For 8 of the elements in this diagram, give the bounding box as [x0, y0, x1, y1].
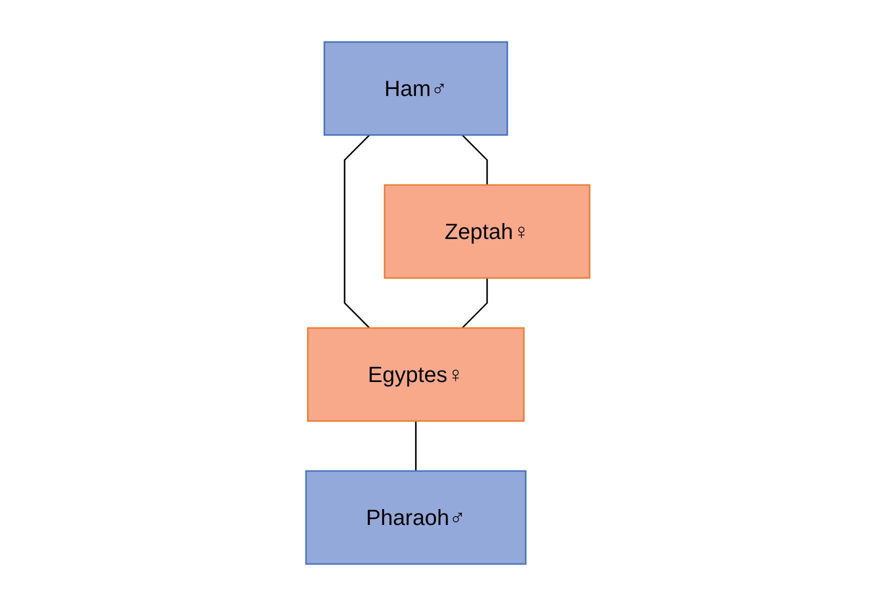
connector	[414, 420, 416, 470]
node-box: Pharaoh♂	[304, 470, 526, 564]
connector	[461, 134, 488, 184]
node-box: Ham♂	[323, 40, 508, 136]
node-box: Zeptah♀	[384, 184, 590, 278]
connector	[461, 278, 488, 328]
connector	[344, 134, 370, 328]
node-box: Egyptes♀	[306, 326, 524, 422]
